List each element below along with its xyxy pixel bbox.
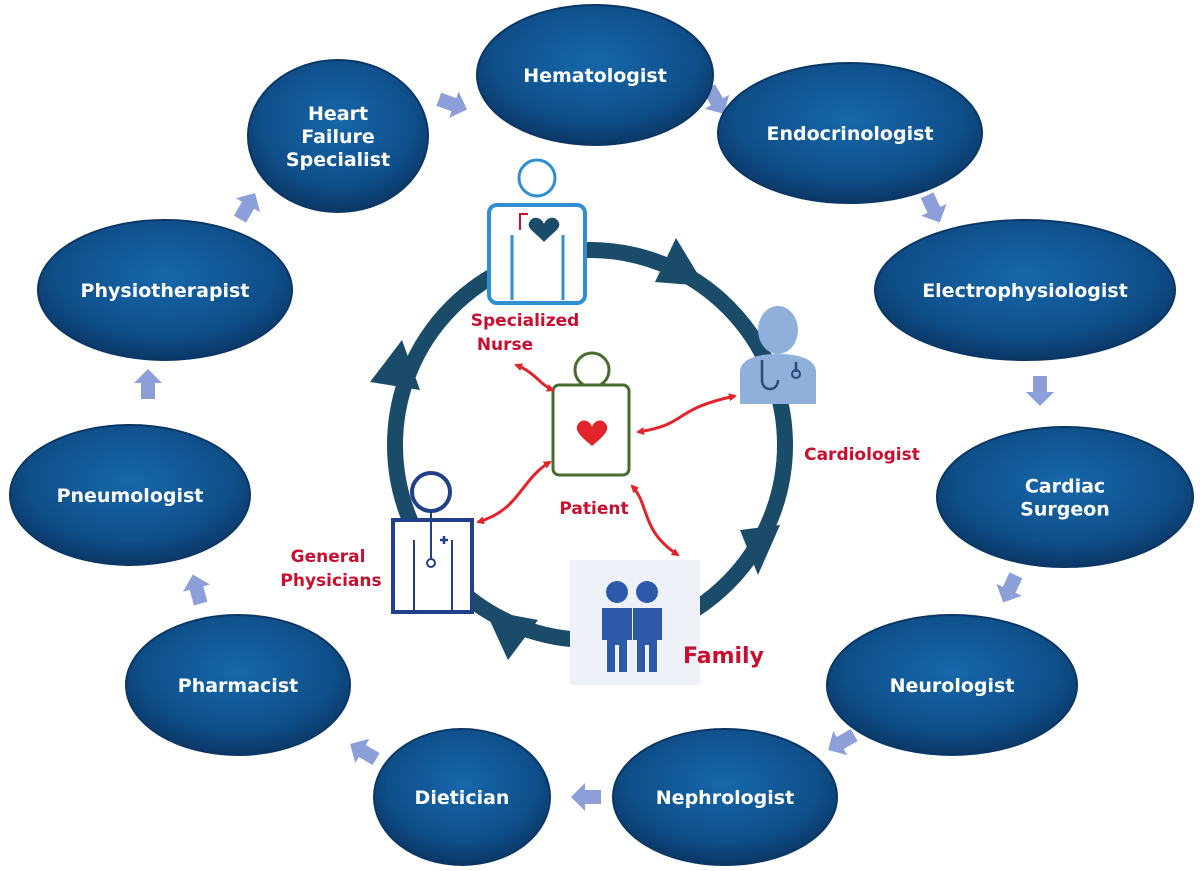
specialized-nurse-icon	[487, 158, 587, 305]
specialized-nurse-label: Specialized Nurse	[471, 311, 586, 355]
cycle-arrowhead-bottom	[485, 610, 538, 660]
patient-physician-arrow	[476, 460, 552, 525]
patient-nurse-arrow	[514, 363, 555, 392]
specialist-label: Neurologist	[890, 675, 1015, 697]
specialist-nephrologist: Nephrologist	[612, 728, 838, 866]
specialist-label: Hematologist	[523, 65, 667, 87]
heart-icon	[576, 420, 608, 446]
patient-icon	[551, 351, 631, 477]
specialist-pharmacist: Pharmacist	[125, 614, 351, 756]
cycle-arrowhead-left	[370, 340, 420, 390]
family-label: Family	[683, 644, 764, 669]
specialist-ring: HematologistEndocrinologistElectrophysio…	[9, 4, 1194, 866]
general-physician-icon	[391, 471, 474, 614]
specialist-neurologist: Neurologist	[826, 614, 1078, 756]
connector-arrow-icon	[182, 574, 211, 606]
patient-cardiologist-arrow	[636, 393, 737, 436]
specialist-endocrinologist: Endocrinologist	[717, 62, 983, 204]
specialist-electrophysiologist: Electrophysiologist	[874, 219, 1176, 361]
connector-arrow-icon	[350, 738, 380, 766]
family-icon	[570, 560, 700, 685]
specialist-physiotherapist: Physiotherapist	[37, 219, 293, 361]
specialist-hematologist: Hematologist	[476, 4, 714, 146]
specialist-label: Endocrinologist	[767, 123, 934, 145]
cycle-arrowhead-right	[740, 525, 780, 575]
cardiologist-icon	[740, 306, 816, 404]
connector-arrow-icon	[233, 193, 261, 223]
cardiologist-label: Cardiologist	[804, 445, 920, 465]
connector-arrow-icon	[134, 369, 162, 399]
connector-arrow-icon	[920, 192, 947, 223]
specialist-dietician: Dietician	[373, 728, 551, 866]
specialist-label: Nephrologist	[656, 787, 794, 809]
connector-arrow-icon	[996, 572, 1023, 603]
connector-arrow-icon	[1026, 376, 1054, 406]
relation-arrows	[476, 363, 737, 557]
specialist-pneumologist: Pneumologist	[9, 424, 251, 566]
connector-arrow-icon	[436, 91, 468, 118]
general-physicians-label: General Physicians	[280, 547, 381, 591]
specialist-label: Pneumologist	[57, 485, 204, 507]
connector-arrows	[134, 84, 1054, 811]
patient-label: Patient	[559, 499, 628, 519]
heart-icon	[528, 217, 560, 242]
connector-arrow-icon	[571, 783, 601, 811]
specialist-label: Dietician	[415, 787, 510, 809]
specialist-label: Electrophysiologist	[922, 280, 1128, 302]
connector-arrow-icon	[828, 728, 858, 756]
patient-family-arrow	[630, 484, 680, 557]
cycle-arrowhead-top	[655, 238, 705, 286]
specialist-label: Physiotherapist	[81, 280, 250, 302]
specialist-label: Pharmacist	[178, 675, 298, 697]
